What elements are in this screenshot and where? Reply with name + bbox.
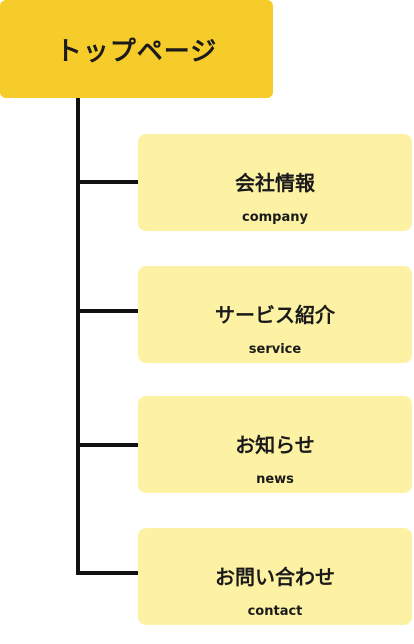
root-node-title: トップページ [55,36,218,67]
child-node-news[interactable]: お知らせ news [138,396,412,493]
child-node-title: サービス紹介 [215,303,335,327]
child-node-subtitle: company [242,210,308,225]
root-node-top-page[interactable]: トップページ [0,0,273,98]
child-node-subtitle: news [256,472,294,487]
branch-connector-company [76,180,138,184]
branch-connector-news [76,443,138,447]
child-node-title: お問い合わせ [215,565,335,589]
child-node-title: 会社情報 [235,171,315,195]
branch-connector-contact [76,571,138,575]
child-node-subtitle: service [248,342,302,357]
child-node-service[interactable]: サービス紹介 service [138,266,412,363]
child-node-subtitle: contact [247,604,303,619]
branch-connector-service [76,309,138,313]
child-node-company[interactable]: 会社情報 company [138,134,412,231]
child-node-contact[interactable]: お問い合わせ contact [138,528,412,625]
tree-trunk-connector [76,98,80,575]
child-node-title: お知らせ [235,433,315,457]
